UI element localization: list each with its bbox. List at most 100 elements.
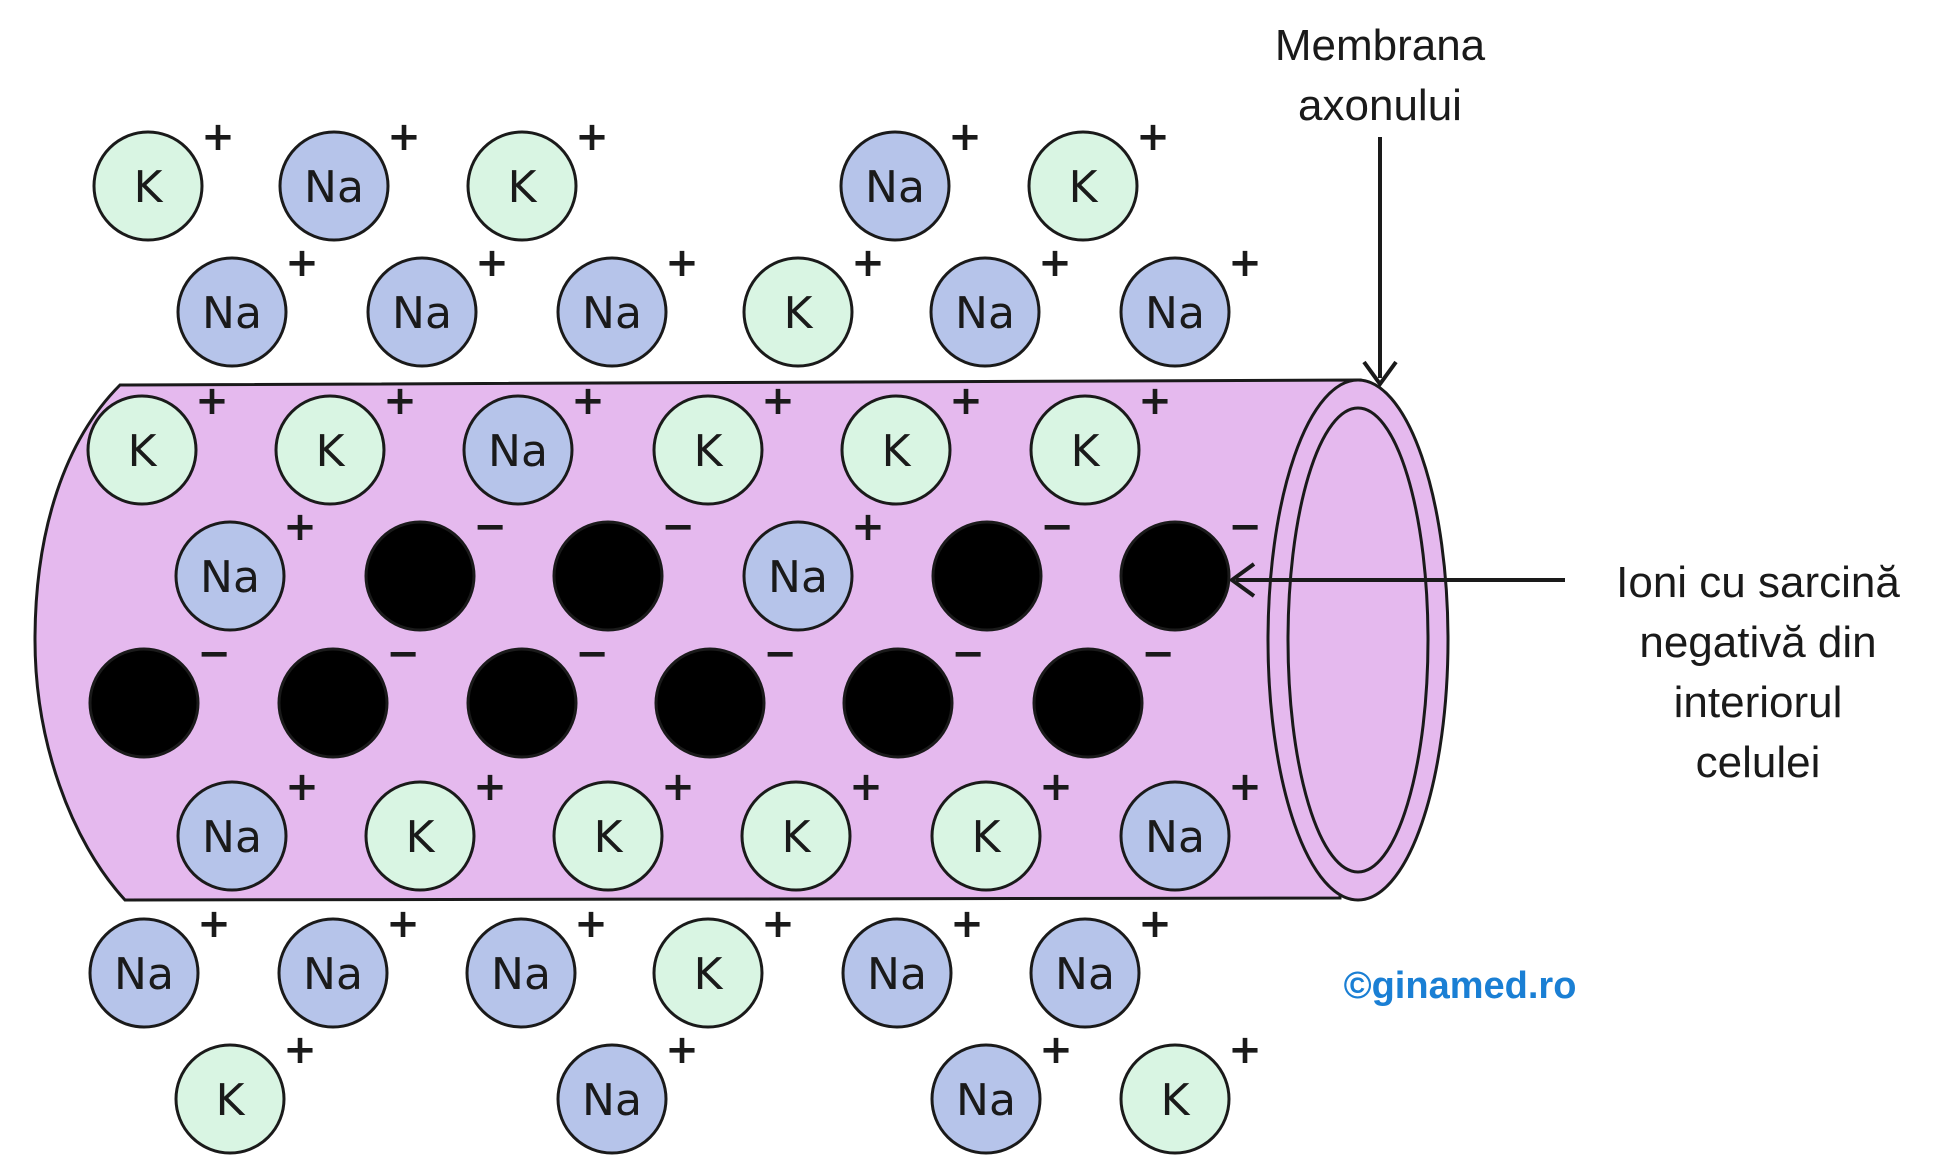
ion-circle [929,256,1041,368]
positive-charge: + [571,378,605,424]
ion-symbol: K [134,162,164,213]
ion-symbol: Na [488,426,548,477]
positive-charge: + [1228,240,1262,286]
positive-charge: + [849,764,883,810]
negative-charge: − [575,631,609,677]
ion-circle [556,1043,668,1155]
negative-charge: − [661,504,695,550]
ion-circle [364,780,476,892]
ion-circle [465,917,577,1029]
potassium-ion: K+ [274,378,417,506]
sodium-ion: Na + [176,764,319,892]
positive-charge: + [661,764,695,810]
potassium-ion: K+ [174,1027,317,1155]
positive-charge: + [383,378,417,424]
positive-charge: + [949,378,983,424]
potassium-ion: K+ [840,378,983,506]
ion-circle [88,917,200,1029]
positive-charge: + [665,240,699,286]
sodium-ion: Na + [841,901,984,1029]
positive-charge: + [950,901,984,947]
potassium-ion: K+ [742,240,885,368]
positive-charge: + [574,901,608,947]
watermark: ©ginamed.ro [1344,965,1577,1007]
sodium-ion: Na+ [1119,764,1262,892]
potassium-ion: K+ [930,764,1073,892]
potassium-ion: K+ [364,764,507,892]
negative-ion: − [364,504,507,632]
negative-ions-label-line3: interiorul [1674,678,1843,727]
ion-circle [652,917,764,1029]
ion-circle [176,780,288,892]
ion-circle [841,917,953,1029]
sodium-ion: Na+ [366,240,509,368]
sodium-ion: Na+ [277,901,420,1029]
ion-circle [842,647,954,759]
positive-charge: + [283,504,317,550]
sodium-ion: Na+ [176,240,319,368]
ion-circle [930,1043,1042,1155]
ion-symbol: K [1069,162,1099,213]
ion-symbol: K [784,288,814,339]
sodium-ion: Na+ [929,240,1072,368]
ion-symbol: K [972,812,1002,863]
sodium-ion: Na+ [556,240,699,368]
negative-ion: − [931,504,1074,632]
ions-layer: K+Na+K+Na+K+Na+Na+Na+K+Na+Na+K+K+Na+K+K+… [86,114,1262,1155]
positive-charge: + [201,114,235,160]
ion-symbol: Na [202,288,262,339]
positive-charge: + [1039,1027,1073,1073]
sodium-ion: Na + [462,378,605,506]
ion-circle [92,130,204,242]
negative-ion: − [88,631,231,759]
axon-cylinder-end-inner [1286,406,1430,874]
ion-symbol: K [316,426,346,477]
negative-charge: − [197,631,231,677]
potassium-ion: K+ [92,114,235,242]
ion-circle [552,780,664,892]
ion-symbol: Na [955,288,1015,339]
ion-symbol: K [216,1075,246,1126]
ion-circle [1029,394,1141,506]
sodium-ion: Na+ [278,114,421,242]
membrane-label-line1: Membrana [1275,21,1486,70]
ion-symbol: Na [1055,949,1115,1000]
negative-ion: − [654,631,797,759]
membrane-label-line2: axonului [1298,81,1462,130]
sodium-ion: Na+ [1029,901,1172,1029]
ion-circle [654,647,766,759]
ion-circle [1119,256,1231,368]
ion-circle [174,1043,286,1155]
positive-charge: + [195,378,229,424]
negative-charge: − [1228,504,1262,550]
ion-circle [176,256,288,368]
potassium-ion: K+ [652,378,795,506]
positive-charge: + [285,764,319,810]
potassium-ion: K+ [86,378,229,506]
ion-symbol: Na [202,812,262,863]
ion-circle [742,520,854,632]
negative-charge: − [1141,631,1175,677]
ion-circle [1119,520,1231,632]
ion-symbol: Na [491,949,551,1000]
potassium-ion: K+ [1027,114,1170,242]
ion-circle [1119,780,1231,892]
negative-charge: − [1040,504,1074,550]
sodium-ion: Na+ [742,504,885,632]
potassium-ion: K+ [1119,1027,1262,1155]
positive-charge: + [851,240,885,286]
ion-symbol: Na [867,949,927,1000]
potassium-ion: K+ [740,764,883,892]
positive-charge: + [761,378,795,424]
negative-ion: − [1032,631,1175,759]
ion-circle [466,647,578,759]
ion-circle [1119,1043,1231,1155]
potassium-ion: K+ [552,764,695,892]
negative-ions-label-line2: negativă din [1639,618,1876,667]
negative-charge: − [386,631,420,677]
negative-ions-arrow-head [1228,562,1256,598]
ion-symbol: K [782,812,812,863]
ion-symbol: K [694,949,724,1000]
positive-charge: + [761,901,795,947]
